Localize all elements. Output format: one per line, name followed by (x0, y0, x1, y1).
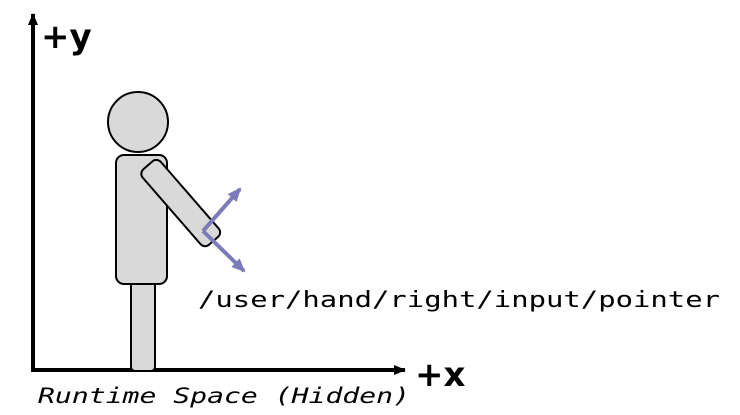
person-figure-icon (107, 91, 222, 372)
runtime-space-label: Runtime Space (Hidden) (38, 384, 410, 408)
pointer-path-label: /user/hand/right/input/pointer (198, 288, 720, 313)
y-axis-label: +y (41, 17, 92, 57)
figure-head (107, 91, 169, 153)
pose-axes-icon (201, 187, 246, 273)
coordinate-axes: +y +x (28, 13, 465, 395)
figure-leg (130, 274, 156, 372)
pose-arrow-down (201, 229, 246, 273)
x-axis-label: +x (415, 355, 465, 395)
pose-arrow-up (201, 187, 242, 233)
